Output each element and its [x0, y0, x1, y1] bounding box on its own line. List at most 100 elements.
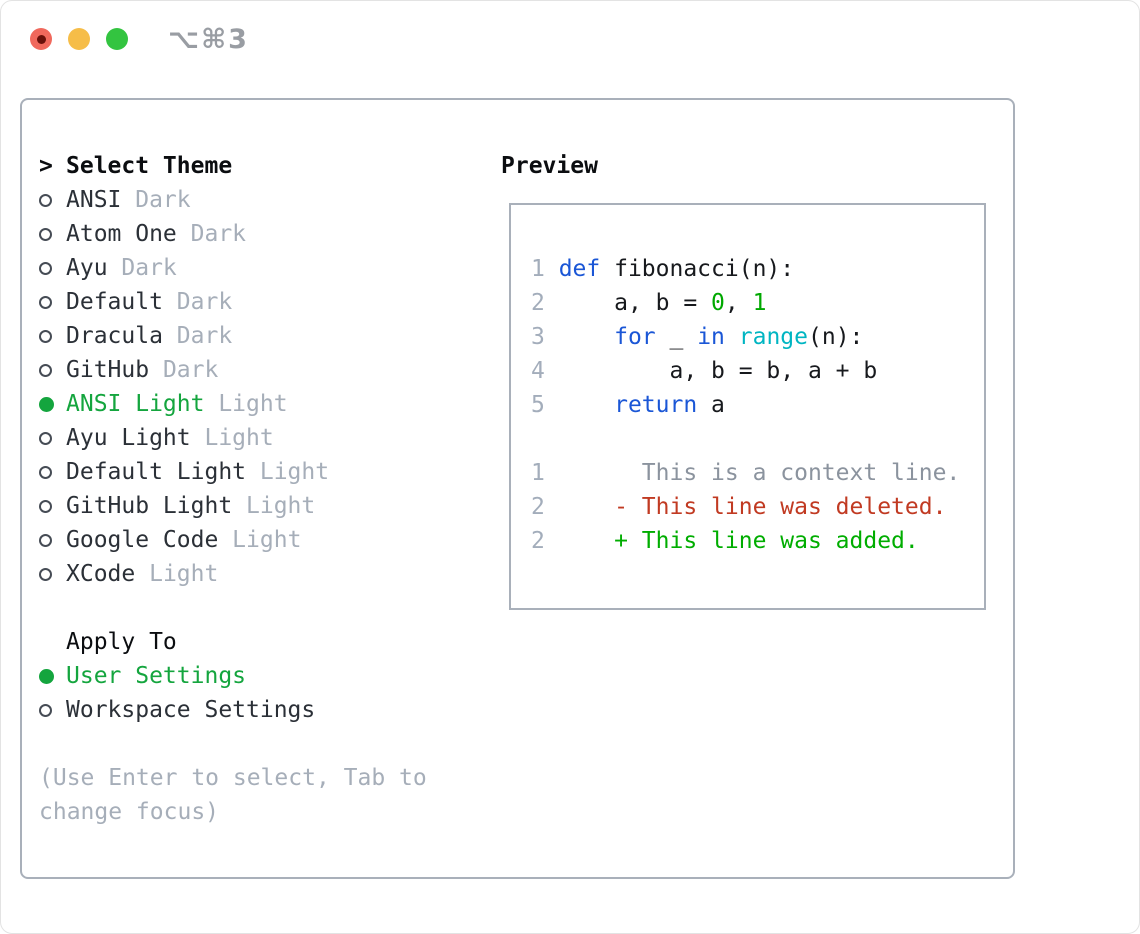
option-variant-label: Light: [204, 391, 288, 417]
option-label: Default: [66, 289, 163, 315]
code-segment-keyword: in: [697, 324, 725, 350]
code-segment-keyword: return: [614, 392, 698, 418]
code-segment-number: 0: [711, 290, 725, 316]
theme-option[interactable]: Ayu Dark: [39, 251, 427, 285]
radio-icon: [39, 261, 66, 275]
code-segment-default: a: [697, 392, 725, 418]
option-label: XCode: [66, 561, 136, 587]
theme-option[interactable]: Ayu Light Light: [39, 421, 427, 455]
select-theme-label: Select Theme: [66, 153, 233, 179]
apply-option[interactable]: User Settings: [39, 659, 427, 693]
spacer: [39, 727, 427, 761]
radio-icon: [39, 431, 66, 445]
theme-option[interactable]: Google Code Light: [39, 523, 427, 557]
option-label: Ayu: [66, 255, 108, 281]
code-segment-default: ,: [724, 290, 753, 316]
code-line: 3 for _ in range(n):: [531, 320, 960, 354]
spacer: [39, 591, 427, 625]
code-segment-default: [559, 324, 614, 350]
option-variant-label: Dark: [176, 221, 247, 247]
theme-option[interactable]: Default Dark: [39, 285, 427, 319]
close-modified-dot-icon: [36, 34, 46, 44]
theme-option[interactable]: GitHub Light Light: [39, 489, 427, 523]
option-variant-label: Light: [190, 425, 274, 451]
code-segment-added: + This line was added.: [614, 528, 919, 554]
theme-option[interactable]: Default Light Light: [39, 455, 427, 489]
code-segment-linenum: 1: [531, 256, 559, 282]
prompt-icon: >: [39, 153, 53, 179]
code-segment-context: This is a context line.: [558, 460, 961, 486]
close-button[interactable]: [30, 28, 52, 50]
option-variant-label: Dark: [149, 357, 219, 383]
radio-icon: [39, 567, 66, 581]
radio-icon: [39, 227, 66, 241]
window-title: ⌥⌘3: [168, 23, 249, 55]
radio-icon: [39, 499, 66, 513]
theme-option[interactable]: Dracula Dark: [39, 319, 427, 353]
code-segment-default: a, b = b, a + b: [558, 358, 878, 384]
option-variant-label: Light: [135, 561, 219, 587]
theme-option[interactable]: Atom One Dark: [39, 217, 427, 251]
code-segment-linenum: 2: [531, 290, 559, 316]
titlebar: ⌥⌘3: [30, 24, 249, 55]
radio-icon: [39, 363, 66, 377]
option-label: Google Code: [66, 527, 219, 553]
code-segment-keyword: def: [558, 256, 601, 282]
option-variant-label: Dark: [162, 323, 233, 349]
radio-icon: [39, 703, 66, 717]
code-line: 4 a, b = b, a + b: [531, 354, 960, 388]
code-segment-default: a, b =: [558, 290, 712, 316]
code-line: 1 This is a context line.: [531, 456, 960, 490]
code-segment-default: [725, 324, 739, 350]
radio-icon: [39, 295, 66, 309]
code-line: 2 + This line was added.: [531, 524, 960, 558]
code-segment-default: _: [655, 324, 698, 350]
option-variant-label: Dark: [107, 255, 177, 281]
minimize-button[interactable]: [68, 28, 90, 50]
preview-header: Preview: [501, 153, 598, 179]
radio-icon: [39, 193, 66, 207]
option-variant-label: Dark: [121, 187, 191, 213]
code-segment-linenum: 2: [531, 528, 559, 554]
radio-icon: [39, 465, 66, 479]
code-segment-default: [559, 528, 614, 554]
option-label: User Settings: [66, 663, 247, 689]
hint-text: (Use Enter to select, Tab to change focu…: [39, 761, 427, 829]
code-segment-linenum: 2: [531, 494, 559, 520]
option-variant-label: Light: [218, 527, 302, 553]
code-line: 1 def fibonacci(n):: [531, 252, 960, 286]
code-segment-number: 1: [752, 290, 767, 316]
option-label: Workspace Settings: [66, 697, 316, 723]
radio-icon: [39, 329, 66, 343]
option-label: GitHub Light: [66, 493, 233, 519]
apply-option[interactable]: Workspace Settings: [39, 693, 427, 727]
code-segment-linenum: 3: [531, 324, 559, 350]
option-label: GitHub: [66, 357, 150, 383]
option-label: Atom One: [66, 221, 177, 247]
radio-icon: [39, 533, 66, 547]
theme-option[interactable]: GitHub Dark: [39, 353, 427, 387]
theme-option[interactable]: XCode Light: [39, 557, 427, 591]
option-label: Ayu Light: [66, 425, 191, 451]
code-segment-deleted: - This line was deleted.: [614, 494, 947, 520]
hint-line: (Use Enter to select, Tab to: [39, 765, 427, 791]
radio-selected-icon: [39, 668, 66, 684]
option-variant-label: Light: [246, 459, 330, 485]
apply-to-label: Apply To: [66, 629, 177, 655]
radio-selected-icon: [39, 396, 66, 412]
code-segment-linenum: 1: [531, 460, 559, 486]
option-variant-label: Light: [232, 493, 316, 519]
option-label: Default Light: [66, 459, 247, 485]
zoom-button[interactable]: [106, 28, 128, 50]
code-line: 2 a, b = 0, 1: [531, 286, 960, 320]
code-segment-keyword: for: [614, 324, 656, 350]
theme-option[interactable]: ANSI Light Light: [39, 387, 427, 421]
theme-option[interactable]: ANSI Dark: [39, 183, 427, 217]
code-segment-function: range: [738, 324, 808, 350]
code-line: 5 return a: [531, 388, 960, 422]
code-segment-linenum: 5: [531, 392, 559, 418]
